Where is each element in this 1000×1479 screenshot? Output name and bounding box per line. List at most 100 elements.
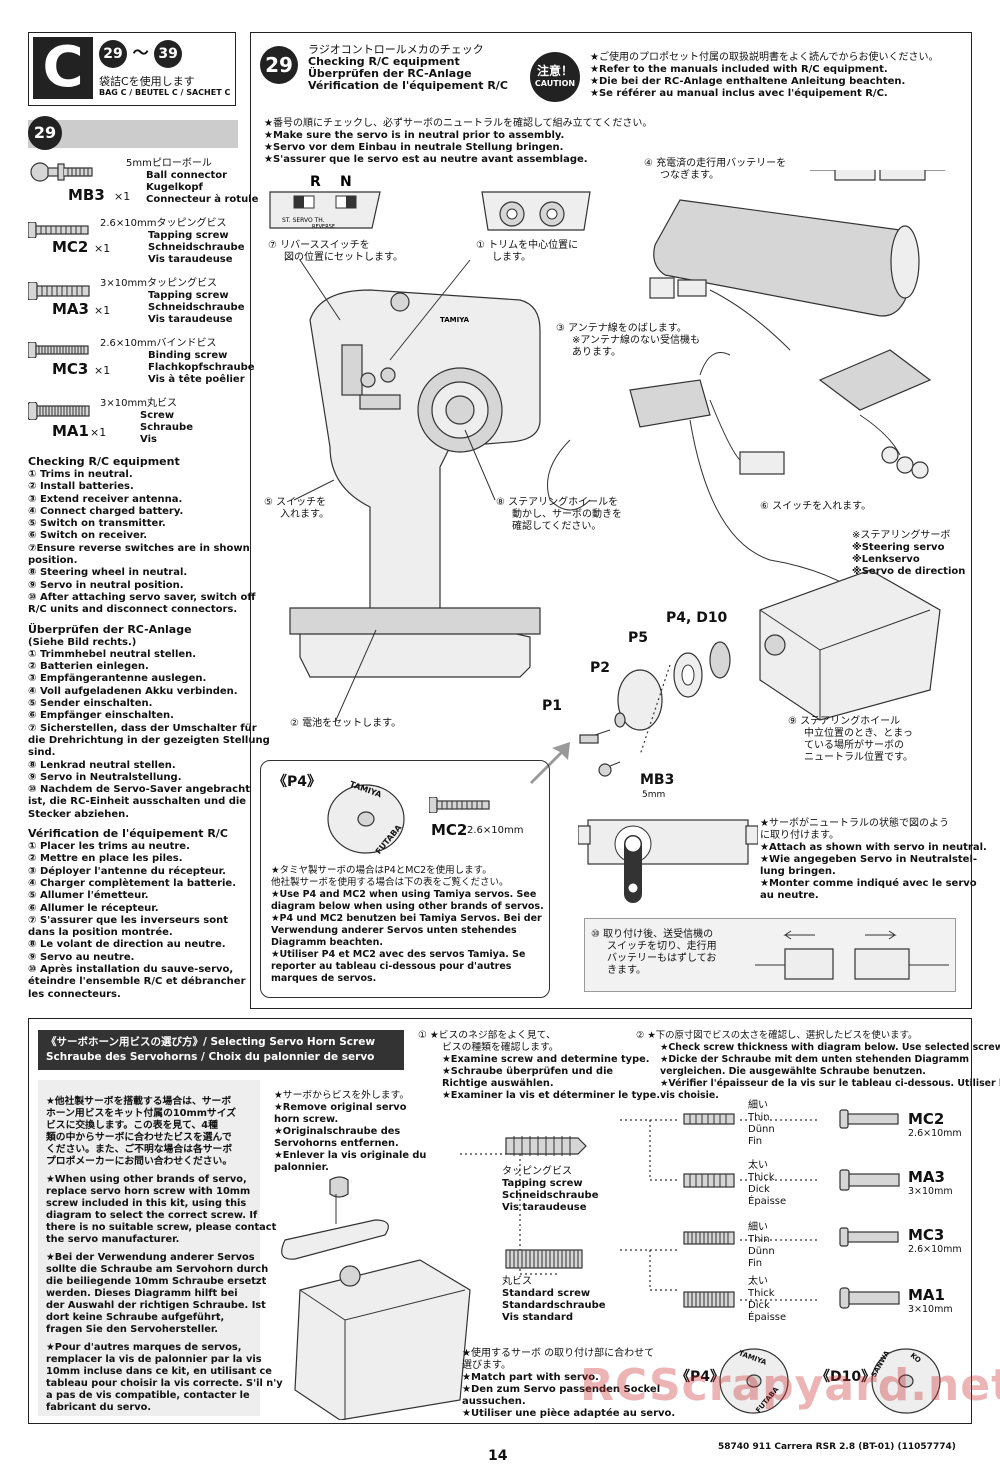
part-name: Vis taraudeuse xyxy=(148,254,233,265)
checklist-de: Überprüfen der RC-Anlage (Siehe Bild rec… xyxy=(28,622,270,821)
checklist-en: Checking R/C equipment ① Trims in neutra… xyxy=(28,455,255,617)
checklist-item: ⑨ Servo in Neutralstellung. xyxy=(28,771,182,783)
callout-3: ③ アンテナ線をのばします。 ※アンテナ線のない受信機も あります。 xyxy=(556,323,700,359)
c10-line: スイッチを切り、走行用 xyxy=(607,941,717,952)
step-panel xyxy=(250,32,972,1009)
bottom-left-line: ホーン用ビスをキット付属の10mmサイズ xyxy=(46,1108,237,1119)
bottom-left-line: ★Pour d'autres marques de servos, xyxy=(46,1342,242,1353)
checklist-item: ① Placer les trims au neutre. xyxy=(28,841,190,853)
remove-line: Servohorns entfernen. xyxy=(274,1138,399,1149)
bag-jp: 袋詰Cを使用します xyxy=(99,75,195,88)
match-line: ★Match part with servo. xyxy=(462,1372,599,1383)
p4-line: ★Utiliser P4 et MC2 avec des servos Tami… xyxy=(271,949,526,960)
d10-horn-disc-icon xyxy=(871,1348,941,1414)
s1-line: ★Examine screw and determine type. xyxy=(442,1054,650,1065)
checklist-item: ⑨ Servo au neutre. xyxy=(28,951,135,963)
label-p4-d10: P4, D10 xyxy=(666,610,728,626)
bottom-left-line: remplacer la vis de palonnier par la vis xyxy=(46,1354,262,1365)
thick-line: 太い xyxy=(748,1160,768,1171)
callout-line: 入れます。 xyxy=(280,509,329,520)
neutral-note: ★番号の順にチェックし、必ずサーボのニュートラルを確認して組み立ててください。 … xyxy=(264,118,652,166)
s2-line: ② ★下の原寸図でビスの太さを確認し、選択したビスを使います。 xyxy=(636,1030,918,1041)
transmitter xyxy=(289,289,541,678)
match-line: ★Utiliser une pièce adaptée au servo. xyxy=(462,1408,676,1419)
checklist-item: ④ Connect charged battery. xyxy=(28,505,184,517)
match-line: aussuchen. xyxy=(462,1396,526,1407)
step-from-badge: 29 xyxy=(99,40,127,68)
checklist-item: R/C units and disconnect connectors. xyxy=(28,604,238,616)
tapping-label: タッピングビス Tapping screw Schneidschraube Vi… xyxy=(502,1166,598,1214)
bottom-left-line: ビスに交換します。この表を見て、4種 xyxy=(46,1120,218,1131)
screw-selection-diagram xyxy=(281,1109,900,1420)
rc-check-diagram: R N ST. SERVO TH. REVERSE TAMIYA xyxy=(269,170,945,784)
checklist-item: ⑧ Steering wheel in neutral. xyxy=(28,567,188,579)
section-letter: C xyxy=(33,37,93,99)
bottom-left-line: a pas de vis compatible, contacter le xyxy=(46,1390,250,1401)
caution-text: ★ご使用のプロポセット付属の取扱説明書をよく読んでからお使いください。 ★Ref… xyxy=(590,52,938,100)
standard-label-line: Standardschraube xyxy=(502,1300,606,1311)
part-code: MC3 xyxy=(52,360,89,378)
bag-en: BAG C / BEUTEL C / SACHET C xyxy=(99,88,231,97)
checklist-item: ⑩ Après installation du sauve-servo, xyxy=(28,963,234,975)
checklist-item: les connecteurs. xyxy=(28,988,121,1000)
thin-line: 細い xyxy=(748,1222,768,1233)
callout-1: ① トリムを中心位置に します。 xyxy=(476,240,578,264)
callout-line: ④ 充電済の走行用バッテリーを xyxy=(644,158,787,169)
servo-label-line: ※Servo de direction xyxy=(852,566,966,577)
servo-horn-parts xyxy=(579,641,731,777)
steering-servo xyxy=(759,569,941,721)
thick-line: Épaisse xyxy=(748,1196,787,1207)
part-name: Vis taraudeuse xyxy=(148,314,233,325)
checklist-title: Überprüfen der RC-Anlage xyxy=(28,622,192,636)
callout-6: ⑥ スイッチを入れます。 xyxy=(760,501,872,512)
arrow-icon xyxy=(530,742,570,784)
p4-line: Diagramm beachten. xyxy=(271,937,383,948)
part-code: MC2 xyxy=(52,238,89,256)
step-range: 29 ～ 39 xyxy=(99,39,183,68)
checklist-item: ② Install batteries. xyxy=(28,481,134,493)
checklist-items: ① Trimmhebel neutral stellen.② Batterien… xyxy=(28,649,270,821)
result-code: MA1 xyxy=(908,1286,945,1304)
callout-line: ⑦ リバーススイッチを xyxy=(268,240,370,251)
bottom-left-line: ★他社製サーボを搭載する場合は、サーボ xyxy=(46,1096,232,1107)
part-name: Binding screw xyxy=(148,350,228,361)
standard-label: 丸ビス Standard screw Standardschraube Vis … xyxy=(502,1276,606,1324)
result-size: 3×10mm xyxy=(908,1304,953,1315)
remove-line: ★Originalschraube des xyxy=(274,1126,401,1137)
checklist-items: ① Placer les trims au neutre.② Mettre en… xyxy=(28,841,246,1001)
checklist-fr: Vérification de l'équipement R/C ① Place… xyxy=(28,827,246,1001)
s1-line: ★Schraube überprüfen und die xyxy=(442,1066,614,1077)
part-name: Vis à tête poêlier xyxy=(148,374,245,385)
step-bar: 29 xyxy=(28,116,238,150)
caution-line: ★Se référer au manual inclus avec l'équi… xyxy=(590,88,888,99)
checklist-item: éteindre l'ensemble R/C et débrancher xyxy=(28,976,246,988)
bottom-left-line: 10mm incluse dans ce kit, en utilisant c… xyxy=(46,1366,272,1377)
step-title-en: Checking R/C equipment xyxy=(308,55,460,68)
part-name: Schneidschraube xyxy=(148,242,245,253)
result-code: MC2 xyxy=(908,1110,945,1128)
result-mc3: MC3 2.6×10mm xyxy=(908,1226,962,1255)
p4-line: ★タミヤ製サーボの場合はP4とMC2を使用します。 xyxy=(271,865,492,876)
standard-label-line: Standard screw xyxy=(502,1288,591,1299)
part-mc3: MC3 ×1 2.6×10mmバインドビス Binding screw Flac… xyxy=(28,338,255,388)
receiver-switch xyxy=(709,399,785,475)
result-size: 3×10mm xyxy=(908,1186,953,1197)
thin-line: Dünn xyxy=(748,1124,775,1135)
thick-line: Dick xyxy=(748,1184,770,1195)
part-code: MA3 xyxy=(52,300,89,318)
checklist-item: ⑤ Switch on transmitter. xyxy=(28,518,166,530)
label-mb3: MB3 xyxy=(640,772,675,788)
bottom-left-line: diagram to select the correct screw. If xyxy=(46,1210,258,1221)
part-jp: 3×10mmタッピングビス xyxy=(100,278,217,289)
part-jp: 2.6×10mmタッピングビス xyxy=(100,218,227,229)
watermark: RCScrapyard.net xyxy=(580,1360,1000,1411)
result-size: 2.6×10mm xyxy=(908,1128,962,1139)
bottom-left-line: プロポメーカーにお問い合わせください。 xyxy=(46,1156,233,1167)
c10-line: バッテリーもはずしてお xyxy=(607,953,717,964)
step-title-de: Überprüfen der RC-Anlage xyxy=(308,67,472,80)
checklist-item: ④ Voll aufgeladenen Akku verbinden. xyxy=(28,685,238,697)
part-qty: ×1 xyxy=(94,304,111,317)
s2-line: vis choisie. xyxy=(660,1090,719,1101)
step10-text: ⑩ 取り付け後、送受信機の スイッチを切り、走行用 バッテリーもはずしてお きま… xyxy=(591,929,717,977)
